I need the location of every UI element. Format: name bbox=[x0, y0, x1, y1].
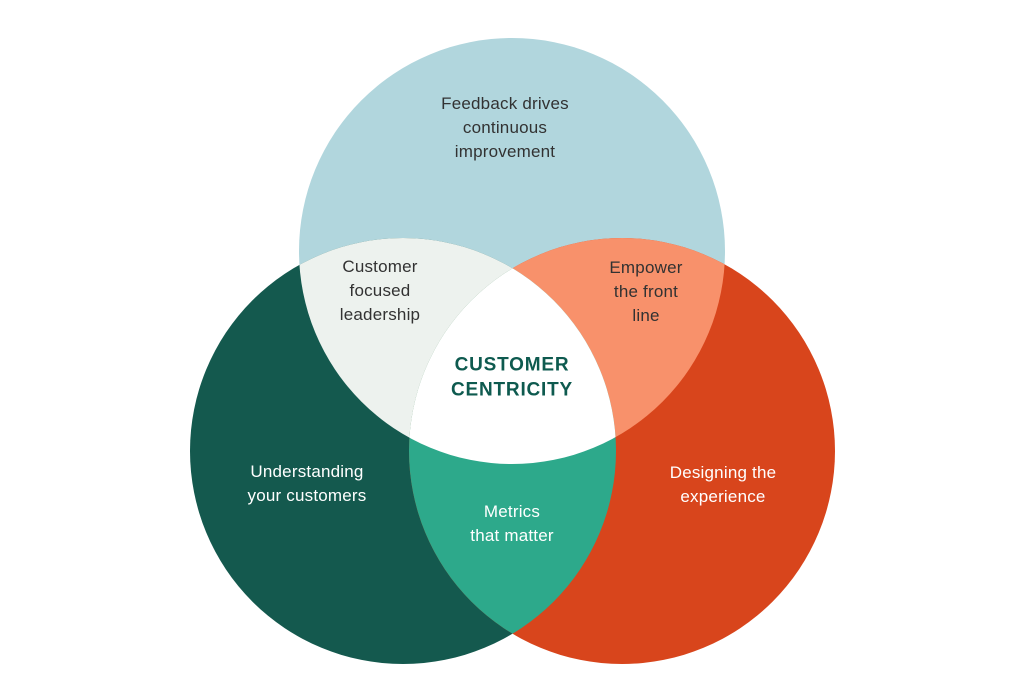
overlap-center-region bbox=[409, 238, 616, 464]
label-metrics-that-matter: Metrics that matter bbox=[470, 501, 554, 545]
label-customer-centricity: CUSTOMER CENTRICITY bbox=[451, 354, 573, 400]
label-designing-experience: Designing the experience bbox=[669, 462, 777, 506]
label-understanding-customers: Understanding your customers bbox=[247, 461, 367, 505]
label-empower-front-line: Empower the front line bbox=[609, 257, 683, 326]
overlap-center-shape bbox=[409, 238, 616, 464]
label-customer-focused-leadership: Customer focused leadership bbox=[339, 256, 421, 325]
label-feedback-drives: Feedback drives continuous improvement bbox=[441, 93, 569, 162]
